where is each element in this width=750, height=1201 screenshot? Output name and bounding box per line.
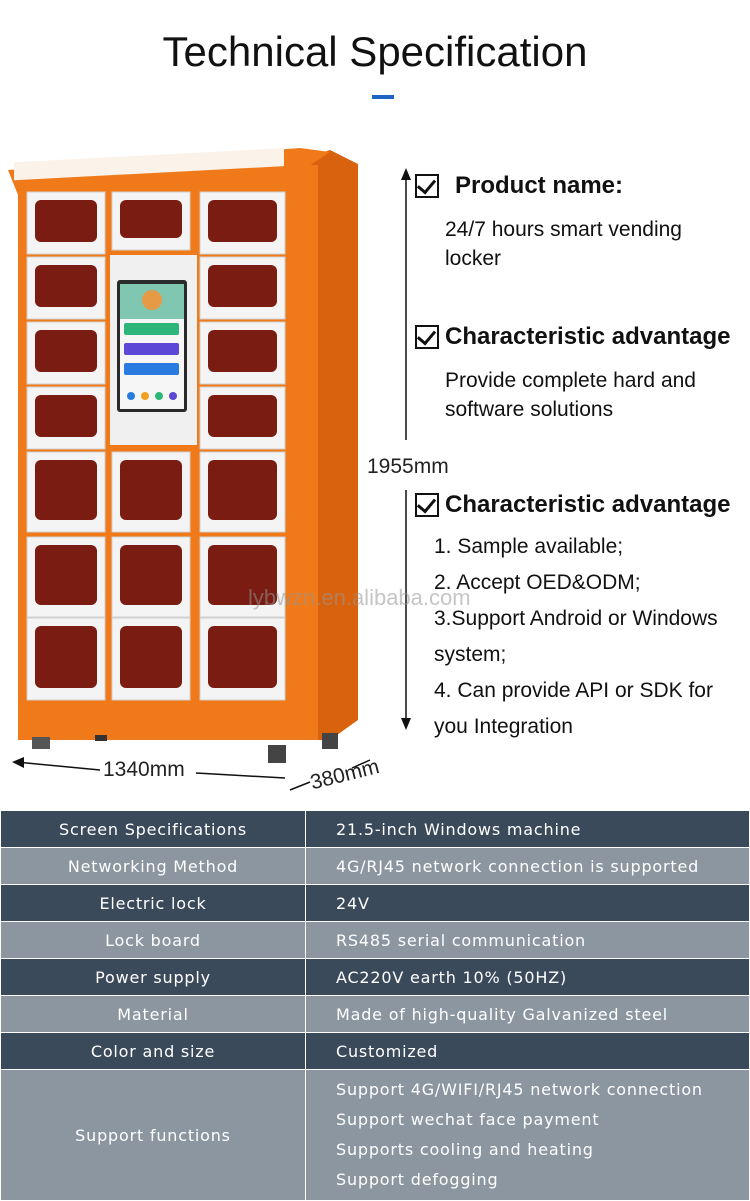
checkbox-icon	[415, 325, 439, 349]
spec-key: Screen Specifications	[0, 810, 306, 848]
spec-key: Lock board	[0, 921, 306, 959]
locker-window	[35, 200, 97, 242]
spec-key: Material	[0, 995, 306, 1033]
locker-window	[208, 626, 277, 688]
locker-window	[208, 330, 277, 372]
spec-value: AC220V earth 10% (50HZ)	[305, 958, 750, 996]
table-row: Support functions Support 4G/WIFI/RJ45 n…	[0, 1069, 750, 1201]
spec-key: Electric lock	[0, 884, 306, 922]
locker-window	[35, 330, 97, 372]
table-row: Color and size Customized	[0, 1032, 750, 1070]
feature-heading-product-name: Product name:	[415, 172, 623, 200]
spec-key: Networking Method	[0, 847, 306, 885]
locker-window	[120, 200, 182, 238]
list-item: 4. Can provide API or SDK for	[434, 679, 713, 702]
spec-table: Screen Specifications 21.5-inch Windows …	[0, 810, 750, 1201]
list-item: 3.Support Android or Windows	[434, 607, 718, 630]
spec-key: Color and size	[0, 1032, 306, 1070]
table-row: Screen Specifications 21.5-inch Windows …	[0, 810, 750, 848]
feature-text-advantage-1: Provide complete hard and software solut…	[445, 369, 696, 421]
feature-heading-advantage-1: Characteristic advantage	[415, 323, 730, 351]
table-row: Material Made of high-quality Galvanized…	[0, 995, 750, 1033]
feature-heading-advantage-2: Characteristic advantage	[415, 491, 730, 519]
spec-value: 4G/RJ45 network connection is supported	[305, 847, 750, 885]
locker-window	[208, 395, 277, 437]
locker-window	[35, 265, 97, 307]
spec-value: 24V	[305, 884, 750, 922]
locker-window	[208, 545, 277, 605]
table-row: Power supply AC220V earth 10% (50HZ)	[0, 958, 750, 996]
checkbox-icon	[415, 493, 439, 517]
locker-window	[208, 200, 277, 242]
spec-value: Customized	[305, 1032, 750, 1070]
list-item: you Integration	[434, 715, 573, 738]
table-row: Networking Method 4G/RJ45 network connec…	[0, 847, 750, 885]
locker-window	[208, 265, 277, 307]
spec-value: Support 4G/WIFI/RJ45 network connection …	[305, 1069, 750, 1201]
locker-doors	[26, 191, 286, 701]
locker-window	[35, 395, 97, 437]
spec-value: Made of high-quality Galvanized steel	[305, 995, 750, 1033]
page-title: Technical Specification	[162, 28, 588, 75]
spec-value: RS485 serial communication	[305, 921, 750, 959]
width-dimension: 1340mm	[103, 758, 185, 781]
checkbox-icon	[415, 174, 439, 198]
list-item: 1. Sample available;	[434, 535, 624, 558]
table-row: Electric lock 24V	[0, 884, 750, 922]
spec-value: 21.5-inch Windows machine	[305, 810, 750, 848]
list-item: system;	[434, 643, 507, 666]
list-item: 2. Accept OED&ODM;	[434, 571, 641, 594]
spec-key: Support functions	[0, 1069, 306, 1201]
height-dimension: 1955mm	[367, 455, 449, 478]
locker-window	[208, 460, 277, 520]
locker-window	[35, 460, 97, 520]
watermark: lybwzn.en.alibaba.com	[248, 585, 471, 610]
locker-window	[120, 545, 182, 605]
table-row: Lock board RS485 serial communication	[0, 921, 750, 959]
locker-window	[120, 460, 182, 520]
locker-illustration	[8, 148, 411, 791]
title-accent-bar	[372, 95, 394, 99]
feature-list-advantage-2: 1. Sample available; 2. Accept OED&ODM; …	[434, 529, 718, 745]
feature-text-product-name: 24/7 hours smart vending locker	[445, 218, 682, 270]
locker-window	[120, 626, 182, 688]
spec-key: Power supply	[0, 958, 306, 996]
locker-window	[35, 626, 97, 688]
locker-window	[35, 545, 97, 605]
